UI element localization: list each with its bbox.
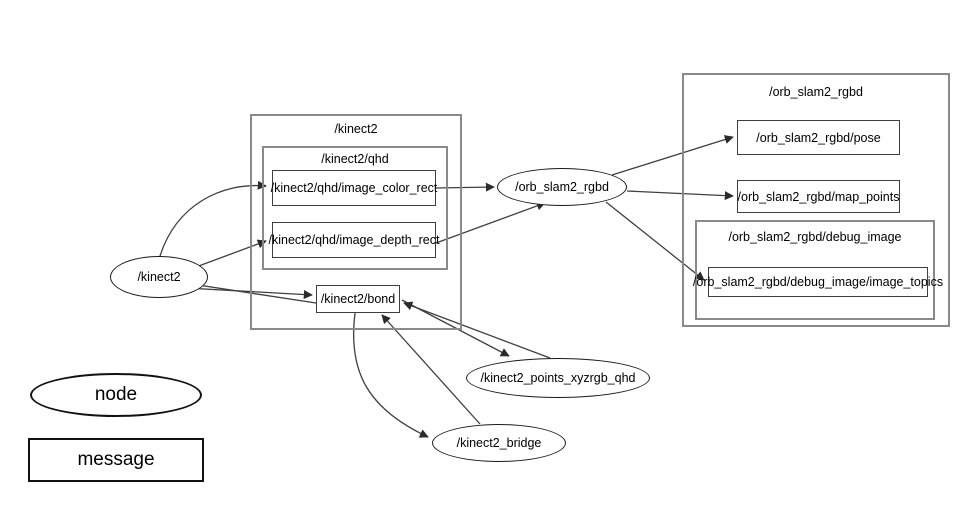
- message-orb-slam2-rgbd-map-points[interactable]: /orb_slam2_rgbd/map_points: [737, 180, 900, 213]
- message-orb-slam2-rgbd-pose[interactable]: /orb_slam2_rgbd/pose: [737, 120, 900, 155]
- message-orb-slam2-rgbd-debug-image-image-topics[interactable]: /orb_slam2_rgbd/debug_image/image_topics: [693, 267, 943, 297]
- cluster-kinect2-label: /kinect2: [334, 122, 378, 136]
- cluster-orb-debug-image: /orb_slam2_rgbd/debug_image: [695, 220, 935, 320]
- cluster-orb-slam2-rgbd: /orb_slam2_rgbd: [682, 73, 950, 327]
- message-kinect2-bond[interactable]: /kinect2/bond: [316, 285, 400, 313]
- cluster-kinect2-qhd: /kinect2/qhd: [262, 146, 448, 270]
- legend-node-shape: node: [30, 373, 202, 417]
- cluster-kinect2-qhd-label: /kinect2/qhd: [321, 152, 389, 166]
- message-kinect2-qhd-image-depth-rect[interactable]: /kinect2/qhd/image_depth_rect: [269, 222, 439, 258]
- node-orb-slam2-rgbd[interactable]: /orb_slam2_rgbd: [497, 168, 627, 206]
- node-kinect2[interactable]: /kinect2: [110, 256, 208, 298]
- cluster-kinect2: /kinect2: [250, 114, 462, 330]
- cluster-orb-debug-image-label: /orb_slam2_rgbd/debug_image: [728, 230, 902, 244]
- node-kinect2-bridge[interactable]: /kinect2_bridge: [432, 424, 566, 462]
- cluster-orb-slam2-rgbd-label: /orb_slam2_rgbd: [769, 85, 863, 99]
- message-kinect2-qhd-image-color-rect[interactable]: /kinect2/qhd/image_color_rect: [271, 170, 437, 206]
- legend-message-shape: message: [28, 438, 204, 482]
- node-kinect2-points-xyzrgb-qhd[interactable]: /kinect2_points_xyzrgb_qhd: [466, 358, 650, 398]
